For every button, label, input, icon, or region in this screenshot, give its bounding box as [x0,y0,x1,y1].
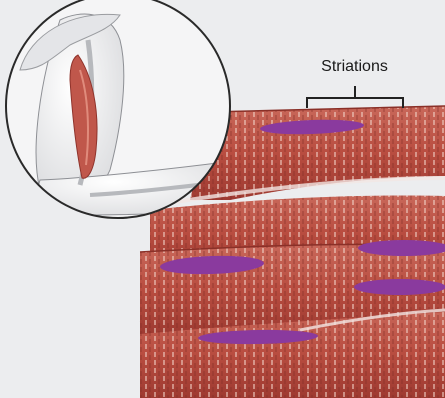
striations-label: Striations [292,58,417,76]
striations-bracket [307,86,403,108]
nucleus [354,279,445,295]
